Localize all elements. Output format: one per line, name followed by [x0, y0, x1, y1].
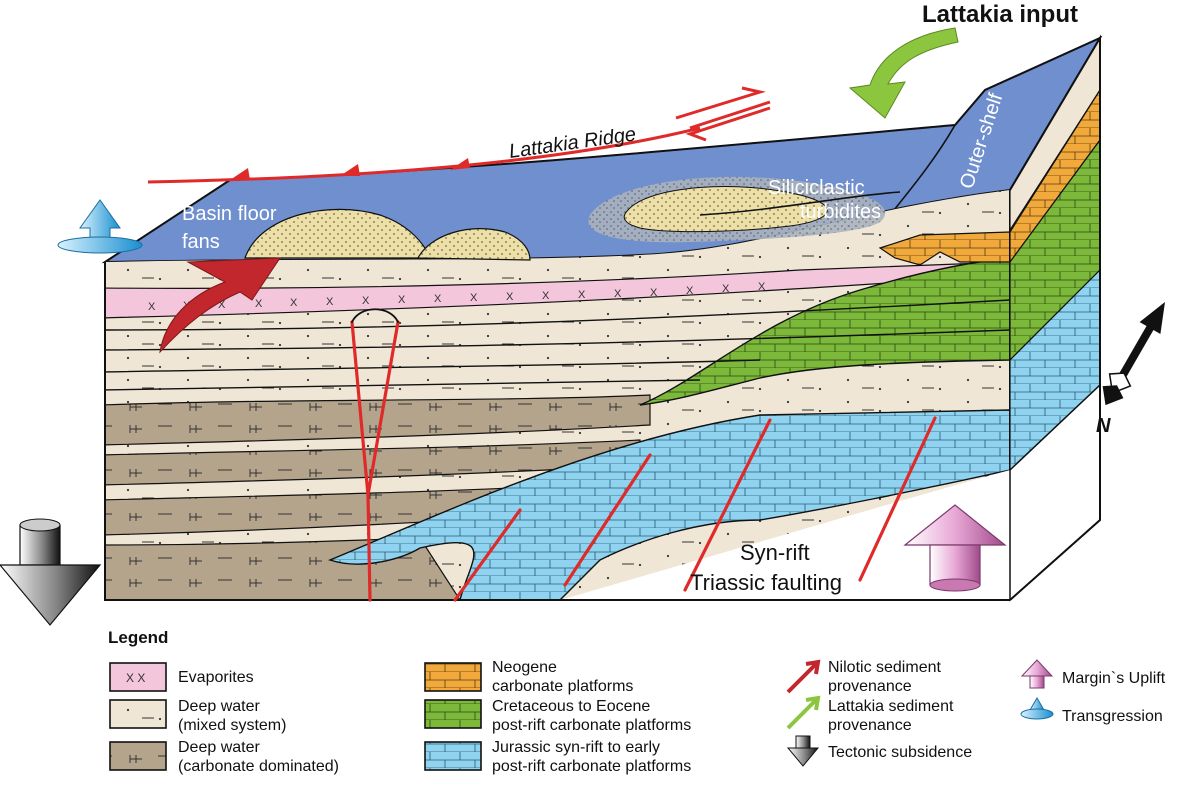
legend-neogene-1: Neogene: [492, 659, 557, 676]
legend-lattakia-arrow-icon: [786, 695, 821, 730]
svg-text:X: X: [578, 289, 586, 301]
legend-nilotic-2: provenance: [828, 678, 912, 695]
legend-uplift-icon: [1020, 659, 1054, 689]
legend-uplift-1: Margin`s Uplift: [1062, 670, 1166, 687]
svg-text:X: X: [398, 294, 406, 306]
turbidite-lobe-sand: [623, 186, 828, 233]
synrift-label-1: Syn-rift: [740, 540, 810, 565]
legend-subsidence-1: Tectonic subsidence: [828, 744, 972, 761]
legend-lattakia-2: provenance: [828, 717, 912, 734]
channel-line: [699, 191, 901, 216]
synrift-label-2: Triassic faulting: [690, 570, 842, 595]
thrust-teeth: [230, 158, 470, 180]
svg-text:X: X: [434, 293, 442, 305]
subsidence-symbol: [0, 518, 102, 626]
legend-swatch-deep-carb: [109, 741, 167, 771]
uplift-symbol: [903, 504, 1007, 592]
svg-text:X: X: [722, 283, 730, 295]
basin-floor-fan-1: [244, 208, 431, 259]
svg-text:X: X: [506, 291, 514, 303]
faults: [350, 308, 937, 602]
legend-nilotic-1: Nilotic sediment: [828, 659, 941, 676]
strata-lines: [105, 299, 1010, 391]
svg-text:X: X: [650, 287, 658, 299]
legend-jurassic-2: post-rift carbonate platforms: [492, 758, 691, 775]
north-arrow: [1102, 302, 1165, 406]
legend-swatch-cretaceous: [424, 699, 482, 729]
legend-deep-mixed-1: Deep water: [178, 698, 260, 715]
jurassic-platform: [328, 409, 1010, 600]
rift-fault-3: [683, 418, 772, 592]
svg-text:X: X: [362, 295, 370, 307]
legend-swatch-jurassic: [424, 741, 482, 771]
svg-text:X: X: [148, 301, 156, 313]
svg-text:X: X: [686, 285, 694, 297]
svg-text:X: X: [290, 297, 298, 309]
cretaceous-platform: [639, 257, 1010, 406]
deep-carb-band-1: [105, 394, 651, 446]
legend-lattakia-1: Lattakia sediment: [828, 698, 954, 715]
legend-title: Legend: [108, 628, 168, 647]
legend-swatch-evaporites: [109, 662, 167, 692]
svg-text:X: X: [614, 288, 622, 300]
legend-swatch-deep-mixed: [109, 699, 167, 729]
north-label: N: [1096, 415, 1111, 437]
legend-nilotic-arrow-icon: [786, 659, 821, 694]
salt-fault-right: [366, 320, 400, 497]
legend-subsidence-icon: [786, 735, 820, 767]
legend-cretaceous-2: post-rift carbonate platforms: [492, 717, 691, 734]
legend-deep-carb-2: (carbonate dominated): [178, 758, 339, 775]
side-face: [1009, 34, 1101, 602]
shelf-break: [889, 124, 956, 216]
svg-text:X: X: [758, 281, 766, 293]
basin-floor-fan-2: [417, 228, 531, 261]
nilotic-arrow: [159, 257, 281, 354]
neogene-platform: [878, 231, 1010, 266]
svg-text:X: X: [255, 298, 263, 310]
legend-transgression-icon: [1020, 697, 1054, 720]
legend-cretaceous-1: Cretaceous to Eocene: [492, 698, 650, 715]
basin-floor-label-2: fans: [182, 231, 220, 253]
legend-neogene-2: carbonate platforms: [492, 678, 633, 695]
svg-text:X: X: [218, 299, 226, 311]
salt-fault-arc: [351, 308, 399, 323]
evaporite-marks: XXX XXX XXX XXX XXX XXX: [148, 281, 766, 313]
transgression-symbol: [57, 199, 143, 254]
legend-evaporites-1: Evaporites: [178, 669, 254, 686]
siliciclastic-label-2: turbidites: [800, 201, 881, 223]
legend: Legend X X Evaporites Deep water (mixed …: [108, 628, 1166, 775]
rift-fault-2: [563, 453, 652, 587]
basin-floor-label-1: Basin floor: [182, 203, 277, 225]
rift-fault-1: [453, 508, 522, 602]
rift-fault-4: [858, 416, 937, 582]
strike-slip-arrows: [675, 86, 771, 142]
legend-deep-carb-1: Deep water: [178, 739, 260, 756]
svg-text:X: X: [326, 296, 334, 308]
legend-jurassic-1: Jurassic syn-rift to early: [492, 739, 660, 756]
legend-transgression-1: Transgression: [1062, 708, 1163, 725]
siliciclastic-label-1: Siliciclastic: [768, 177, 865, 199]
legend-swatch-neogene: [424, 662, 482, 692]
svg-text:X: X: [470, 292, 478, 304]
lattakia-input-arrow: [848, 27, 959, 119]
legend-deep-mixed-2: (mixed system): [178, 717, 286, 734]
main-title: Lattakia input: [922, 1, 1078, 28]
svg-text:X X: X X: [126, 671, 145, 685]
svg-text:X: X: [542, 290, 550, 302]
